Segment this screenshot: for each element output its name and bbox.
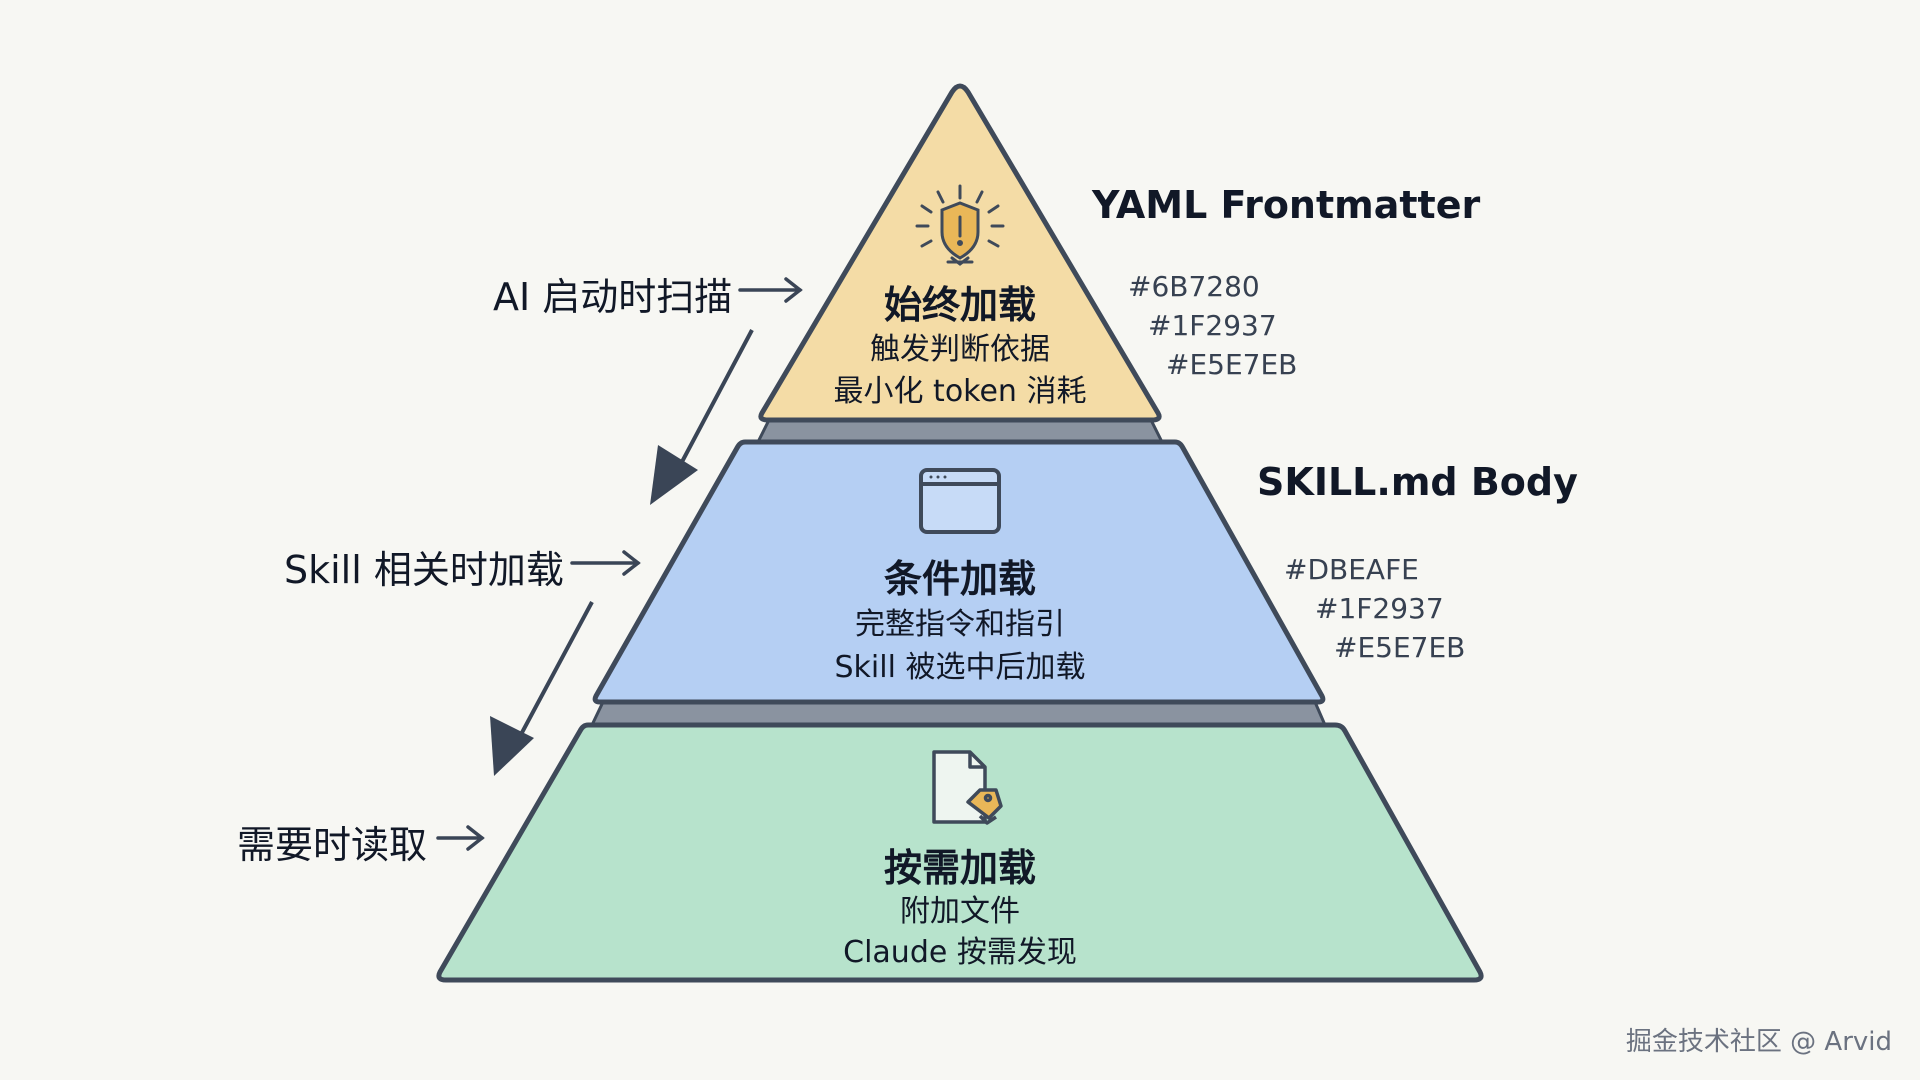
watermark: 掘金技术社区 @ Arvid: [1625, 1027, 1892, 1057]
band-middle: [589, 700, 1328, 727]
tier-top-code-3: #E5E7EB: [1166, 348, 1298, 381]
tier-middle-line1: 完整指令和指引: [855, 607, 1065, 642]
tier-bottom-line1: 附加文件: [900, 894, 1020, 929]
tier-middle-side-label: SKILL.md Body: [1257, 460, 1578, 504]
browser-window-icon: [919, 468, 1001, 534]
tier-top-code-1: #6B7280: [1128, 270, 1260, 303]
pointer-arrow-3: [436, 825, 485, 851]
tier-middle-code-1: #DBEAFE: [1284, 553, 1419, 586]
flow-arrow-2: [490, 601, 594, 776]
pointer-arrow-1: [738, 277, 803, 303]
pointer-arrow-2: [570, 550, 641, 576]
tier-top-side-label: YAML Frontmatter: [1092, 183, 1481, 227]
tier-middle-code-2: #1F2937: [1315, 592, 1444, 625]
tier-bottom-shape: [436, 722, 1484, 983]
tier-middle-code-3: #E5E7EB: [1334, 631, 1466, 664]
left-label-load-relevant: Skill 相关时加载: [284, 548, 564, 592]
tier-middle-title: 条件加载: [883, 557, 1037, 601]
tier-top-title: 始终加载: [883, 283, 1037, 327]
tier-top-line1: 触发判断依据: [870, 332, 1050, 367]
flow-arrow-1: [650, 329, 754, 505]
left-label-scan: AI 启动时扫描: [493, 275, 733, 319]
document-tag-icon: [932, 750, 1003, 825]
tier-top-code-2: #1F2937: [1148, 309, 1277, 342]
left-label-read-on-need: 需要时读取: [237, 823, 428, 867]
tier-middle-line2: Skill 被选中后加载: [834, 650, 1086, 685]
tier-bottom-title: 按需加载: [883, 846, 1037, 890]
tier-middle-shape: [592, 439, 1326, 705]
tier-bottom-line2: Claude 按需发现: [843, 935, 1077, 970]
tier-top-line2: 最小化 token 消耗: [833, 374, 1087, 409]
lightbulb-shield-icon: [915, 184, 1005, 266]
